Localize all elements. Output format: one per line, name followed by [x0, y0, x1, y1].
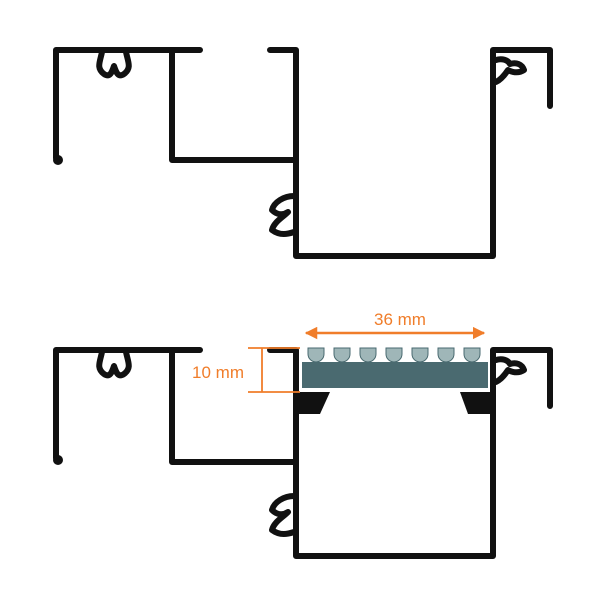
led-cap: [333, 347, 351, 363]
height-dimension-label: 10 mm: [192, 363, 244, 382]
profile-with-strip: [53, 347, 553, 559]
led-cap: [385, 347, 403, 363]
side-clip-2: [269, 493, 297, 537]
led-cap: [437, 347, 455, 363]
inner-step-2: [169, 347, 298, 465]
left-flange-tip: [53, 155, 63, 165]
left-snap-clip: [96, 49, 132, 79]
led-cap: [463, 347, 481, 363]
right-ledge: [460, 392, 490, 414]
led-cap: [307, 347, 325, 363]
led-cap: [359, 347, 377, 363]
led-cap-row: [307, 347, 481, 363]
width-dimension-label: 36 mm: [374, 310, 426, 329]
inner-step: [169, 47, 298, 163]
left-flange: [53, 47, 203, 161]
channel: [267, 47, 553, 259]
side-clip: [269, 193, 297, 237]
left-snap-clip-2: [96, 349, 132, 379]
led-cap: [411, 347, 429, 363]
left-flange-tip-2: [53, 455, 63, 465]
channel-2: [267, 347, 553, 559]
left-ledge: [297, 392, 330, 414]
right-snap-clip-2: [493, 356, 527, 385]
right-snap-clip: [493, 56, 527, 85]
led-strip: [302, 362, 488, 388]
left-flange-2: [53, 347, 203, 461]
profile-empty: [53, 47, 553, 259]
